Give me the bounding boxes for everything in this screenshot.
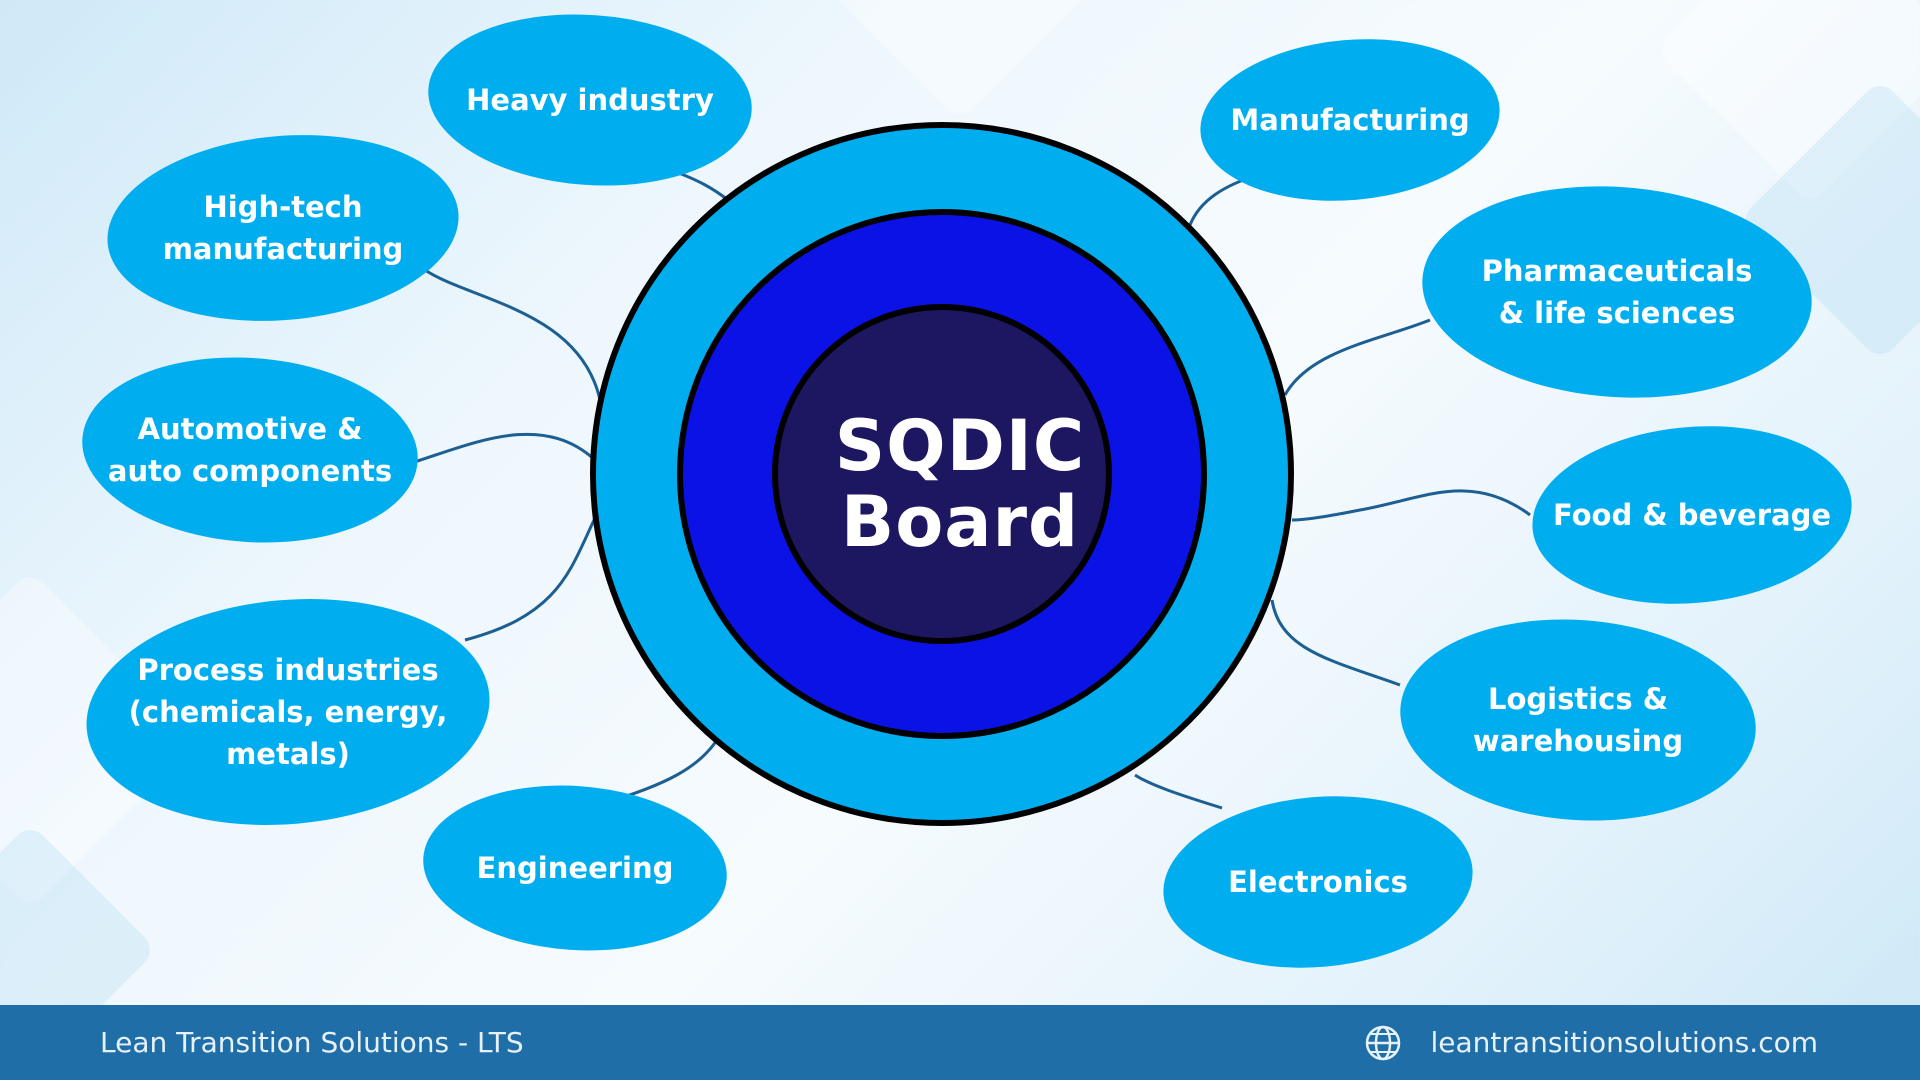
footer-website-text: leantransitionsolutions.com xyxy=(1430,1026,1818,1059)
industry-blob xyxy=(1400,619,1756,821)
industry-blob xyxy=(1532,426,1852,604)
hub-inner-circle xyxy=(772,304,1112,644)
industry-blob xyxy=(1163,796,1473,968)
industry-blob xyxy=(1200,39,1500,201)
hub-title-line-1: SQDIC xyxy=(834,405,1086,488)
hub-title: SQDIC Board xyxy=(770,380,1150,590)
connector-line xyxy=(614,734,722,802)
sqdic-mind-map xyxy=(82,14,1852,968)
footer-company-name: Lean Transition Solutions - LTS xyxy=(100,1026,524,1059)
industry-blob xyxy=(423,785,727,951)
connector-line xyxy=(404,432,597,467)
industry-blob xyxy=(86,599,490,825)
connector-line xyxy=(1291,489,1531,522)
hub-title-line-2: Board xyxy=(840,481,1080,563)
industry-blob xyxy=(107,135,459,321)
industry-blob xyxy=(1422,186,1812,398)
connector-line xyxy=(424,268,602,401)
industry-blob xyxy=(428,14,752,186)
footer-website[interactable]: leantransitionsolutions.com xyxy=(1363,1005,1818,1080)
globe-icon xyxy=(1365,1025,1400,1060)
connector-line xyxy=(1134,773,1223,810)
industry-blobs xyxy=(82,14,1852,968)
connector-line xyxy=(1283,318,1431,396)
sqdic-hub xyxy=(590,122,1294,826)
connector-line xyxy=(464,517,597,642)
connector-line xyxy=(1270,599,1401,687)
footer-bar: Lean Transition Solutions - LTS leantran… xyxy=(0,1005,1920,1080)
industry-blob xyxy=(82,357,418,543)
